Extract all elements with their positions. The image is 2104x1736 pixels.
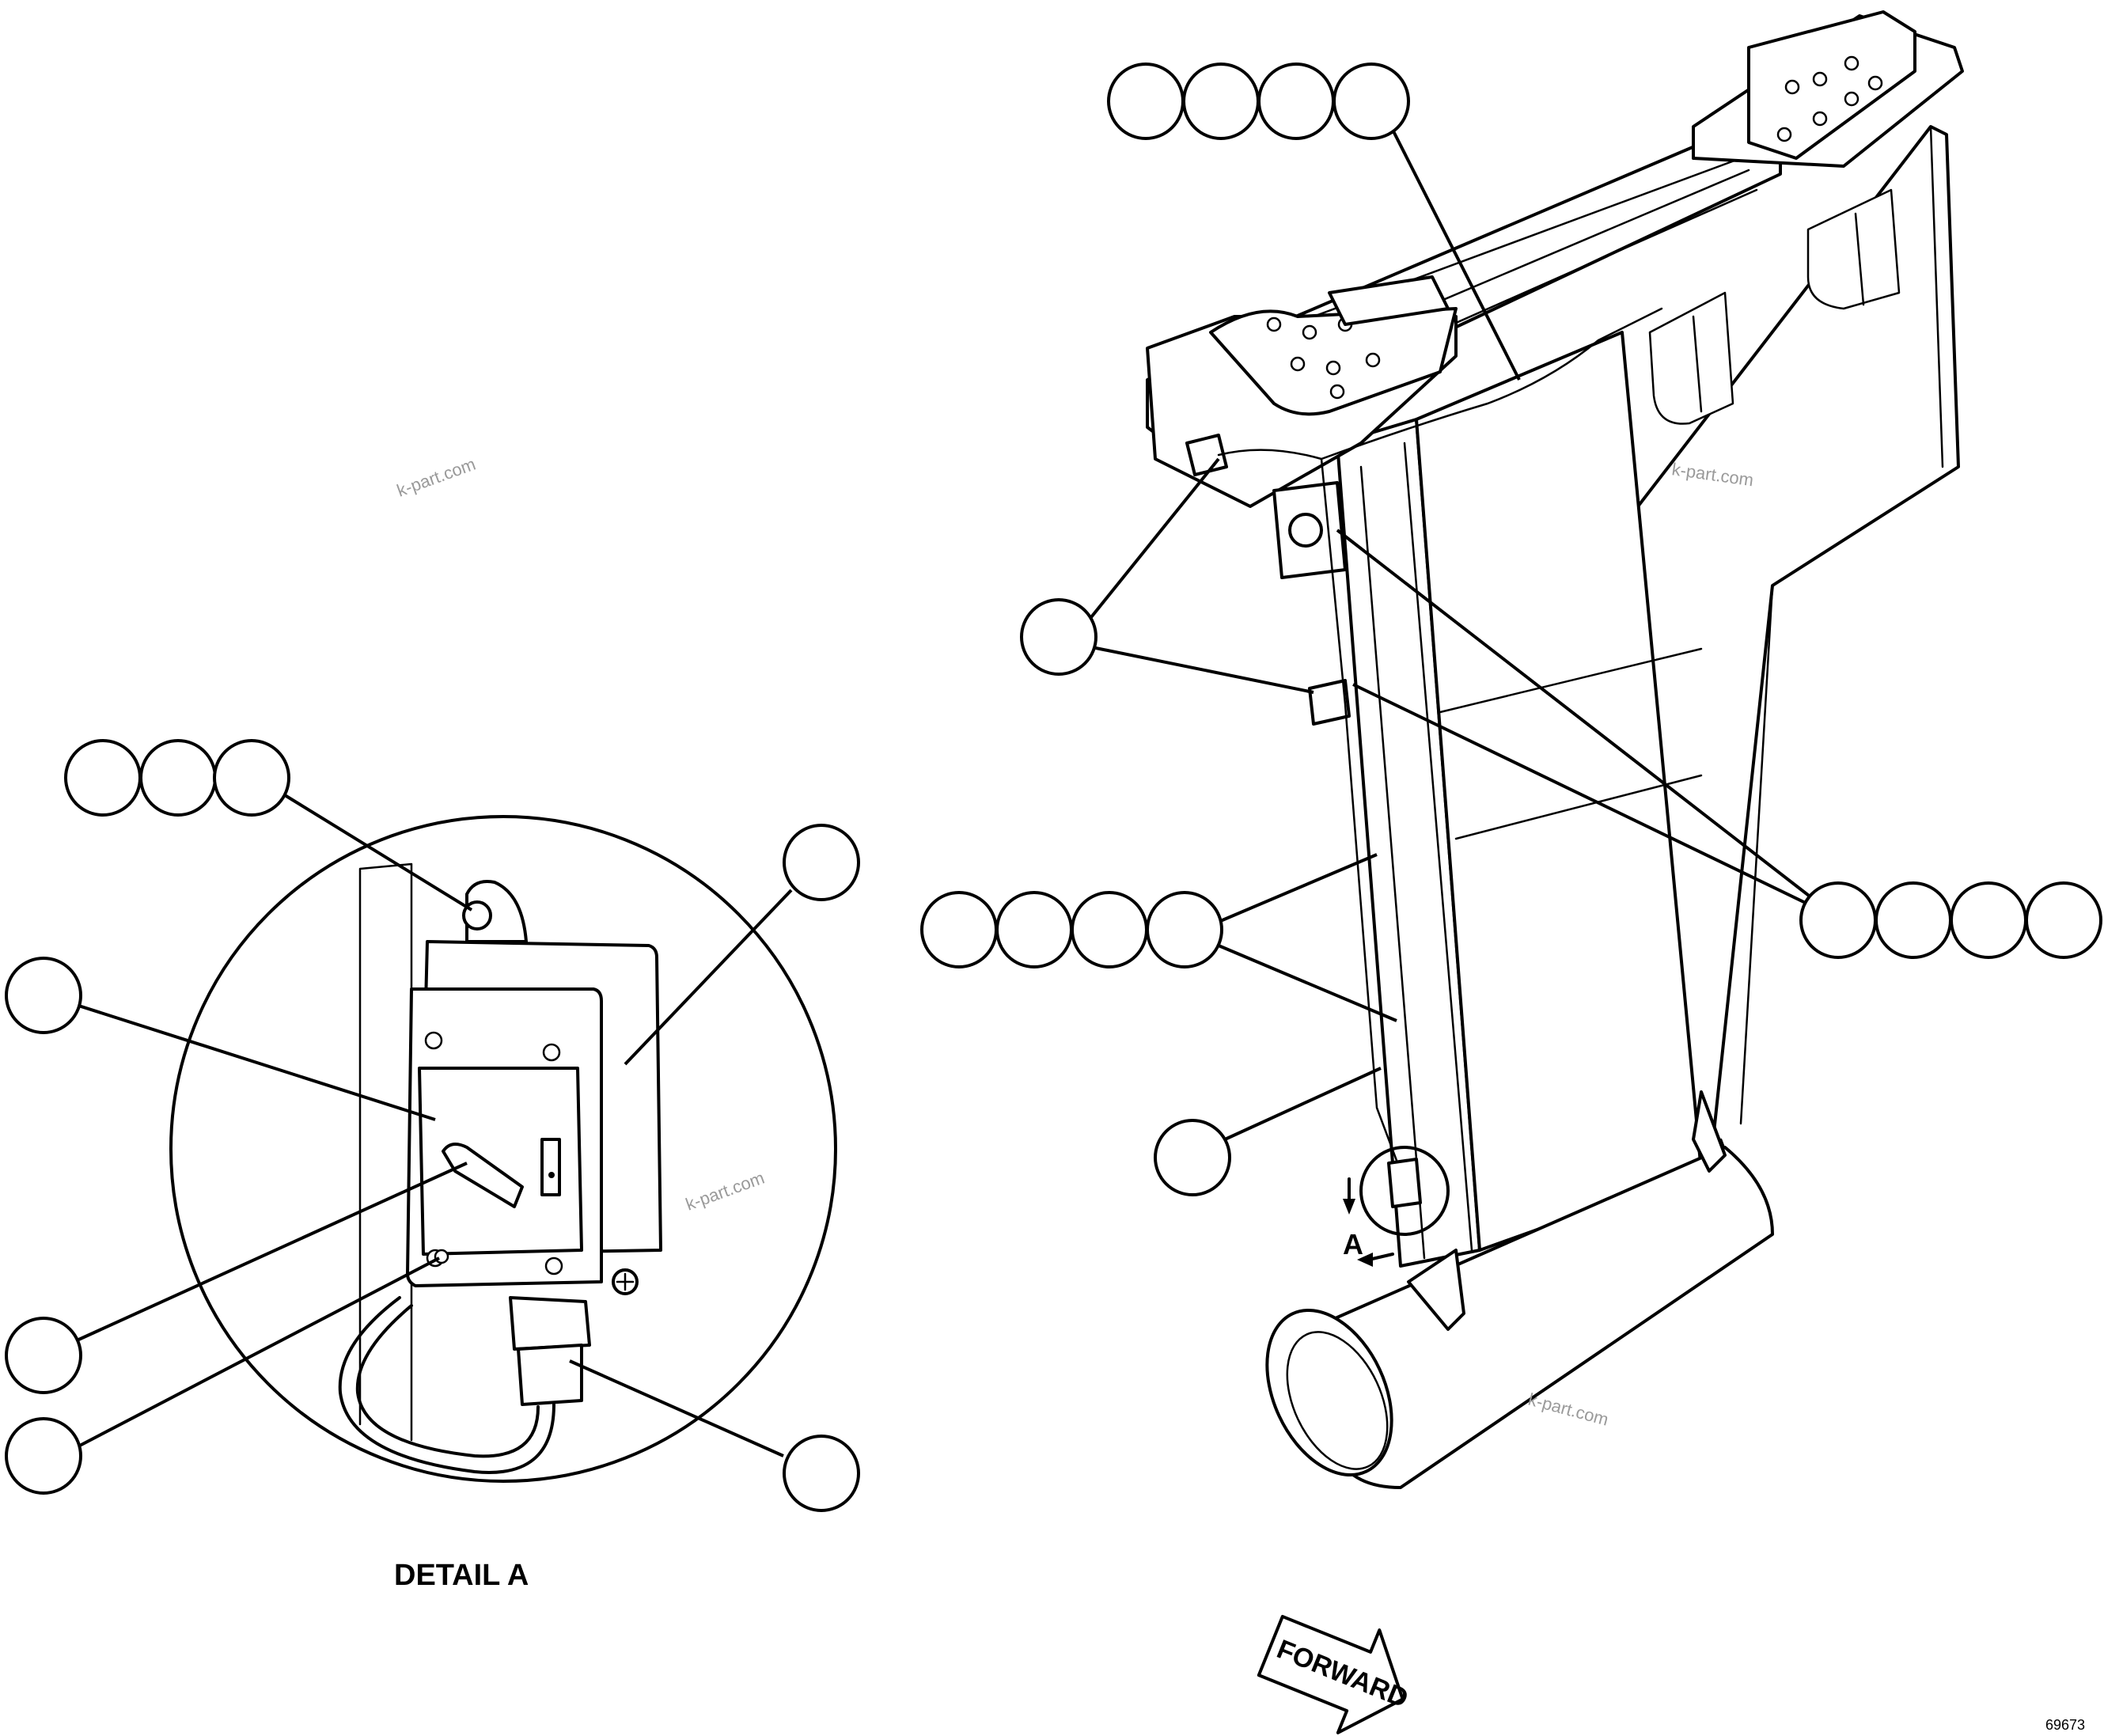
connector-body xyxy=(517,1344,583,1406)
pivot-hole xyxy=(1288,513,1323,548)
callout-balloon xyxy=(1333,63,1410,140)
screw-br xyxy=(544,1257,563,1275)
callout-balloon xyxy=(5,957,82,1034)
callout-balloon xyxy=(139,739,217,817)
callout-balloon xyxy=(783,1435,860,1512)
plate-cutout-shade xyxy=(1692,212,1865,413)
callout-balloon xyxy=(1020,598,1097,676)
watermark-1: k-part.com xyxy=(394,454,478,501)
leader-line xyxy=(1086,457,1220,623)
leader-line xyxy=(1352,683,1813,908)
screw-tr xyxy=(542,1043,561,1062)
callout-balloon xyxy=(1146,891,1223,968)
mid-bracket xyxy=(1328,275,1450,326)
leader-line xyxy=(1218,853,1378,923)
clip-lower xyxy=(1308,679,1351,726)
callout-balloon xyxy=(2025,881,2102,959)
drawing-number: 69673 xyxy=(2045,1717,2085,1733)
leader-line xyxy=(569,1359,784,1457)
callout-balloon xyxy=(64,739,142,817)
forward-arrow xyxy=(1257,1614,1405,1734)
callout-balloon xyxy=(1154,1119,1231,1196)
top-right-plate xyxy=(1747,10,1916,160)
callout-balloon xyxy=(1799,881,1877,959)
leader-line xyxy=(283,794,473,912)
callout-balloon xyxy=(995,891,1073,968)
callout-balloons xyxy=(5,63,2102,1512)
plate-cutout-2 xyxy=(1806,188,1901,310)
callout-balloon xyxy=(1875,881,1952,959)
leader-line xyxy=(1218,944,1397,1022)
switch-indicator xyxy=(540,1138,561,1196)
gusset-right xyxy=(1692,1090,1727,1173)
gusset-left xyxy=(1407,1249,1465,1331)
plate-cutout-1 xyxy=(1648,291,1734,425)
indicator-dot xyxy=(548,1172,555,1178)
leader-line xyxy=(1389,126,1521,381)
callout-balloon xyxy=(5,1417,82,1495)
screw-tl xyxy=(424,1031,443,1050)
callout-balloon xyxy=(920,891,998,968)
leader-line xyxy=(624,889,793,1066)
callout-balloon xyxy=(5,1317,82,1394)
mast-inner-lines xyxy=(1359,442,1703,1260)
cable-inner xyxy=(355,1304,540,1458)
leader-line xyxy=(1091,646,1314,694)
clip-upper xyxy=(1185,434,1228,476)
cable-outer xyxy=(338,1296,555,1474)
wire-harness xyxy=(1217,307,1663,1173)
view-a-marker xyxy=(1343,1177,1394,1267)
connector-nut xyxy=(509,1296,591,1351)
callout-balloon xyxy=(783,824,860,901)
callout-balloon xyxy=(1182,63,1260,140)
top-left-holes xyxy=(1266,316,1381,400)
top-right-holes xyxy=(1776,55,1883,142)
watermark-4: k-part.com xyxy=(1526,1389,1611,1430)
cross-tube-inner xyxy=(1286,1331,1389,1470)
detail-a xyxy=(169,815,837,1483)
leader-line xyxy=(70,1002,436,1121)
leader-line xyxy=(74,1162,468,1343)
switch-cover-plate xyxy=(418,1067,583,1256)
switch-lever xyxy=(442,1143,524,1208)
callout-balloon xyxy=(1257,63,1335,140)
mast-switch xyxy=(1387,1158,1422,1208)
leader-lines xyxy=(70,126,1814,1457)
callout-balloon xyxy=(1071,891,1148,968)
callout-balloon xyxy=(1950,881,2027,959)
callout-balloon xyxy=(213,739,290,817)
ground-screw-cross xyxy=(616,1272,635,1291)
mast-assembly xyxy=(1146,10,1964,1489)
leader-line xyxy=(1224,1067,1382,1141)
leader-line xyxy=(1336,529,1814,900)
detail-label: DETAIL A xyxy=(394,1559,529,1592)
callout-balloon xyxy=(1107,63,1185,140)
cross-tube-end xyxy=(1265,1309,1393,1476)
leader-line xyxy=(74,1257,440,1450)
view-marker-label: A xyxy=(1343,1228,1363,1260)
detail-a-circle-mark xyxy=(1359,1146,1450,1236)
